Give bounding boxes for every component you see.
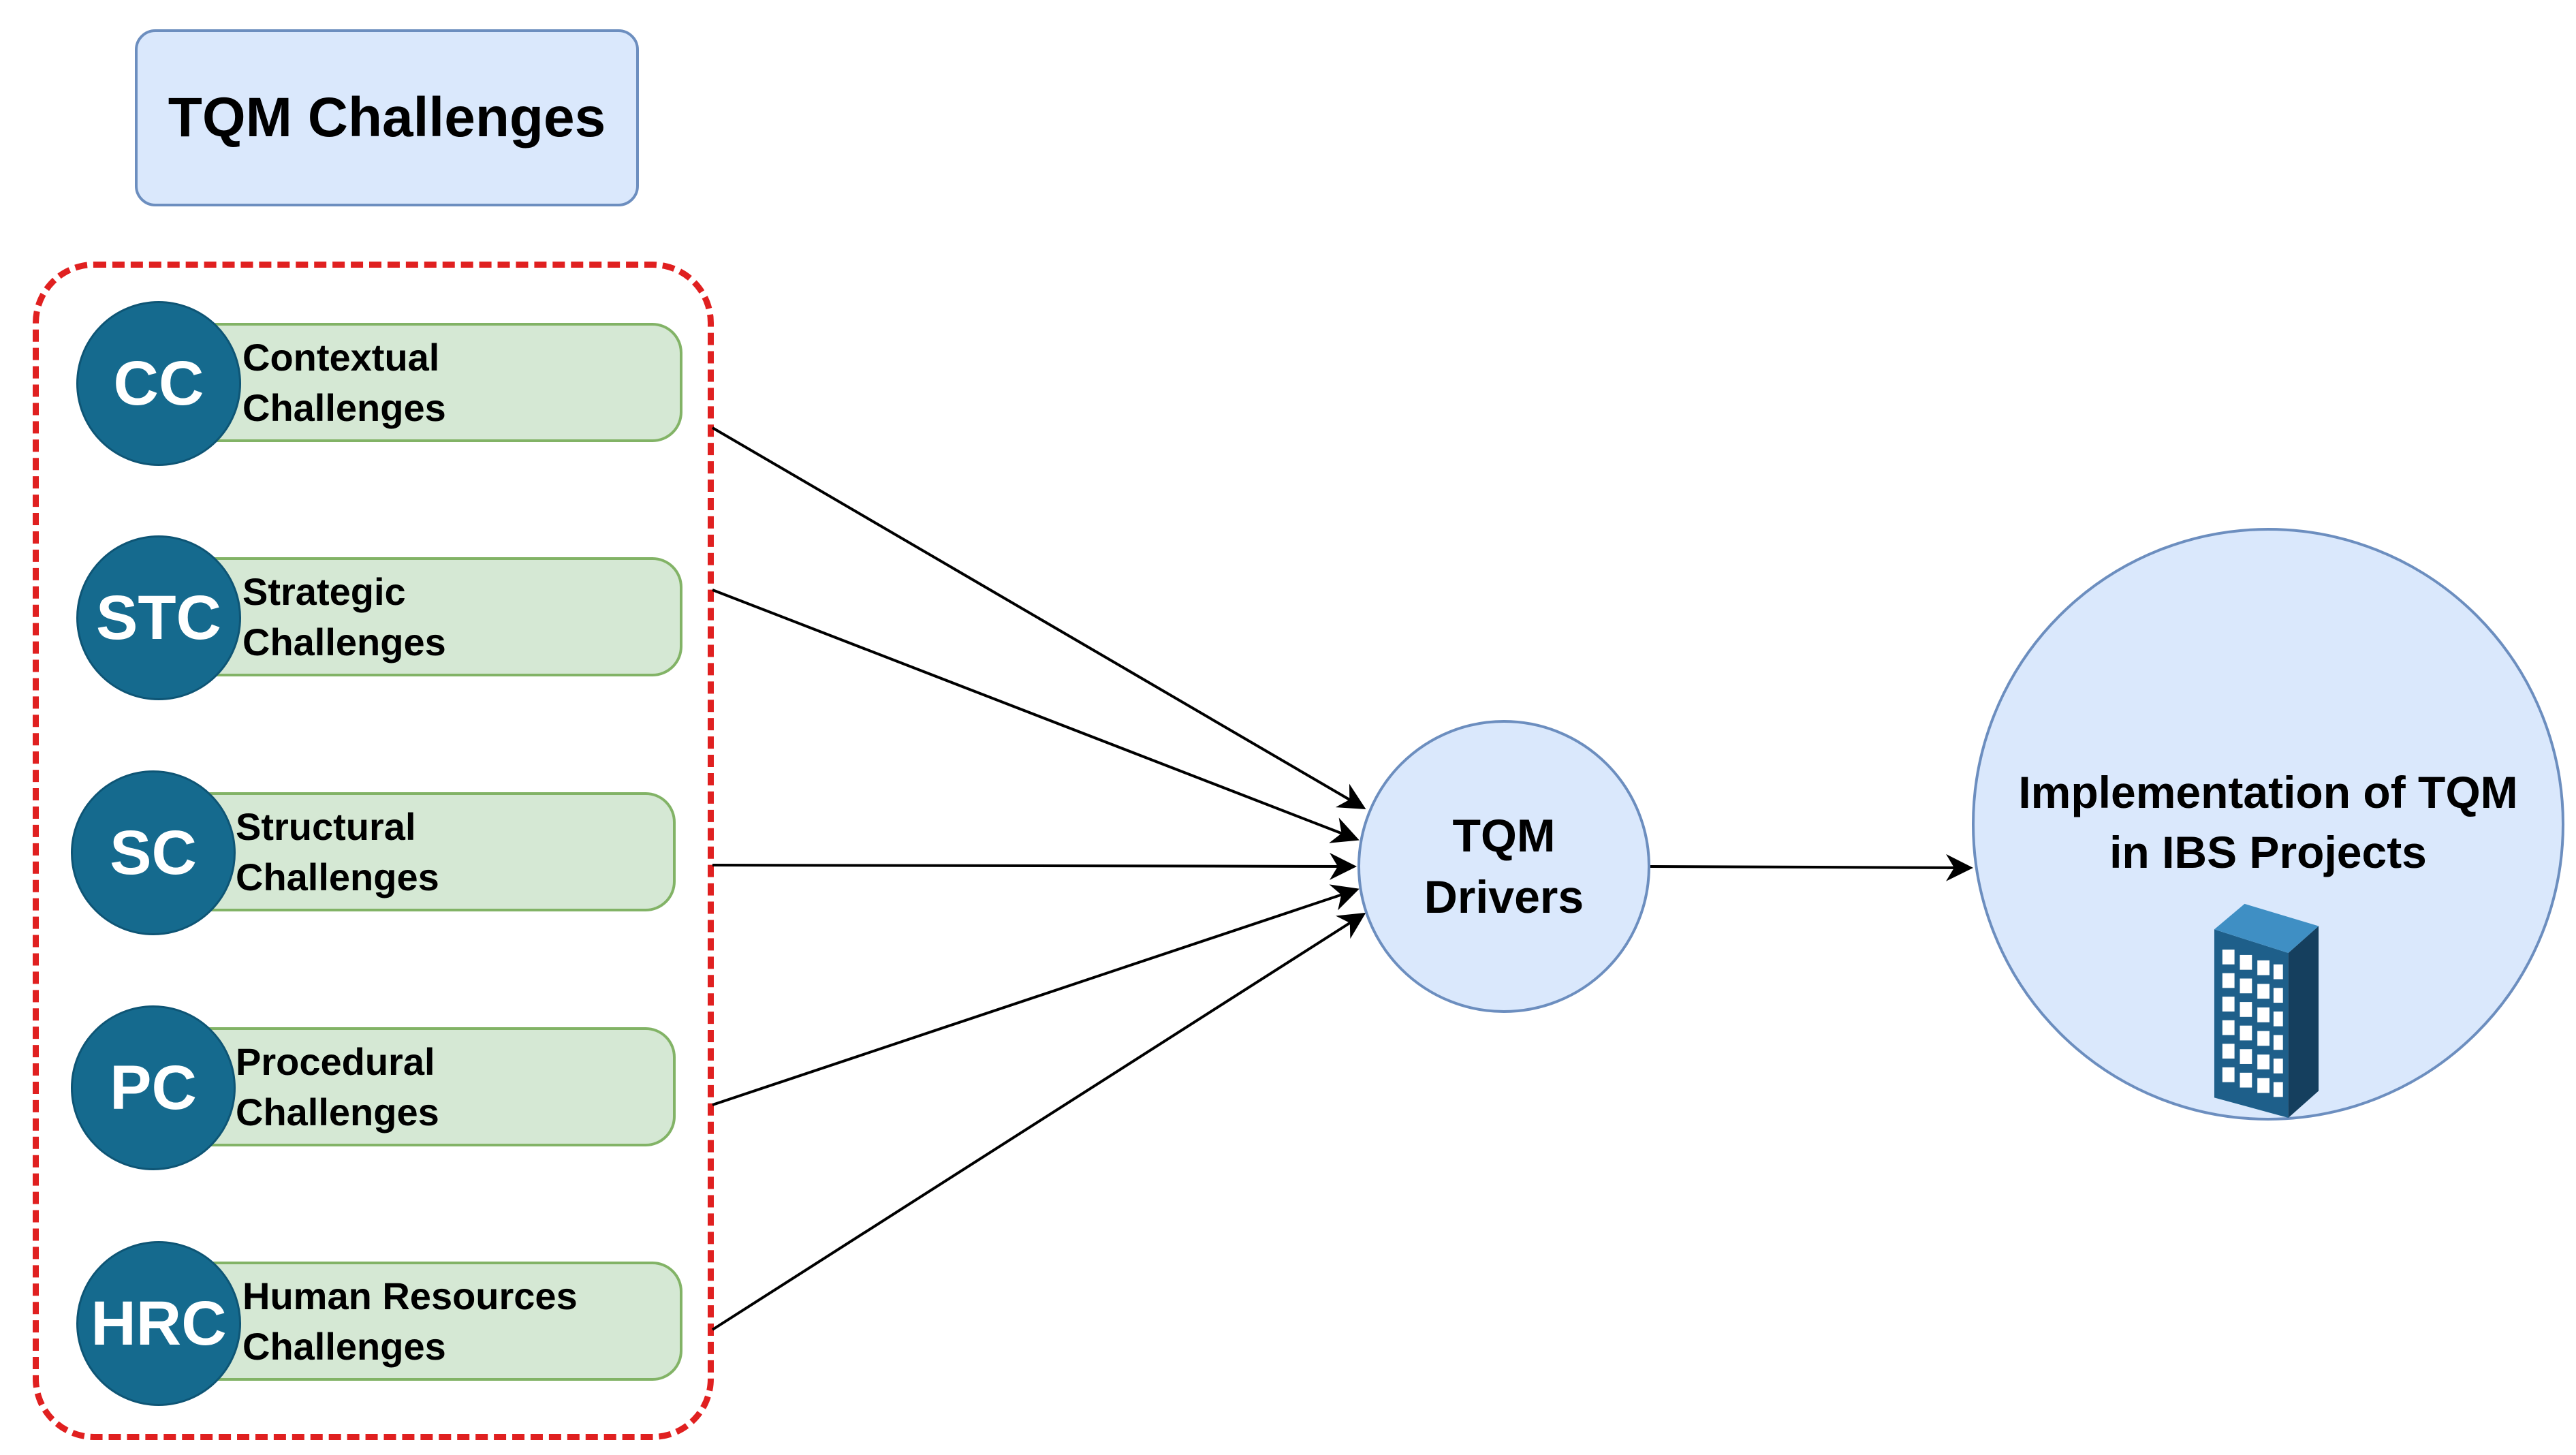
challenges-group-frame bbox=[33, 262, 714, 1440]
arrow-drivers-to-outcome bbox=[1650, 854, 1973, 881]
arrow-pc-to-drivers bbox=[712, 884, 1360, 1106]
challenge-pill-pc: Procedural Challenges bbox=[144, 1027, 676, 1146]
challenge-label-pc: Procedural Challenges bbox=[236, 1039, 439, 1133]
challenge-label-stc: Strategic Challenges bbox=[242, 569, 446, 663]
tqm-drivers-label: TQM Drivers bbox=[1424, 810, 1584, 923]
implementation-node: Implementation of TQM in IBS Projects bbox=[1972, 528, 2564, 1121]
building-icon bbox=[2214, 903, 2319, 1118]
arrow-stc-to-drivers bbox=[712, 589, 1360, 843]
challenge-label-hrc: Human Resources Challenges bbox=[242, 1274, 578, 1368]
challenge-label-cc: Contextual Challenges bbox=[242, 335, 446, 429]
challenge-pill-cc: Contextual Challenges bbox=[151, 323, 682, 442]
arrow-sc-to-drivers bbox=[712, 852, 1357, 880]
challenge-label-sc: Structural Challenges bbox=[236, 804, 439, 898]
implementation-label: Implementation of TQM in IBS Projects bbox=[2018, 767, 2518, 877]
diagram-title: TQM Challenges bbox=[135, 29, 639, 206]
challenge-badge-stc: STC bbox=[76, 535, 241, 700]
challenge-badge-hrc: HRC bbox=[76, 1241, 241, 1406]
challenge-badge-cc: CC bbox=[76, 301, 241, 466]
arrow-cc-to-drivers bbox=[711, 426, 1366, 810]
challenge-badge-sc: SC bbox=[71, 770, 236, 935]
tqm-drivers-node: TQM Drivers bbox=[1357, 720, 1650, 1013]
arrow-hrc-to-drivers bbox=[711, 912, 1366, 1331]
challenge-badge-pc: PC bbox=[71, 1005, 236, 1170]
